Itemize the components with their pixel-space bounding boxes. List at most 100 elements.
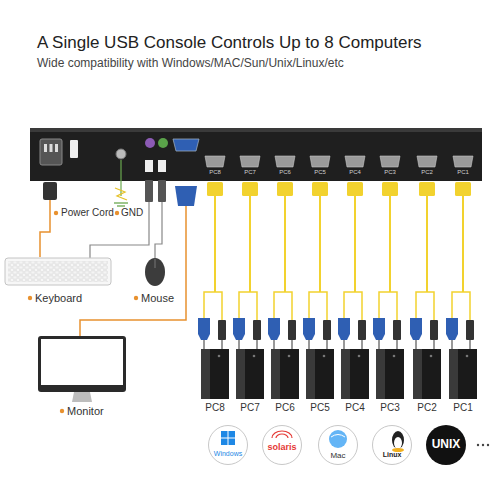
port-label: PC8 [209, 169, 221, 176]
pc-tower [413, 349, 441, 399]
pc-lead [378, 340, 379, 349]
vga-plug [268, 318, 280, 340]
os-name: UNIX [432, 438, 461, 451]
usb-plug [393, 320, 401, 340]
pc-label: PC3 [380, 402, 399, 414]
pc-power-button [253, 355, 256, 358]
vga-plug [446, 318, 458, 340]
pc-cable [354, 196, 356, 292]
pc-label: PC8 [205, 402, 224, 414]
more-dot [487, 444, 489, 446]
os-badge [426, 425, 466, 465]
pc-cable-split [416, 292, 434, 320]
pc-power-button [288, 355, 291, 358]
pc-lead [343, 340, 344, 349]
pc-port [205, 156, 225, 167]
pc-lead [361, 340, 362, 349]
gnd-symbol [117, 205, 125, 206]
ps2-port [158, 138, 168, 148]
port-label: PC7 [244, 169, 256, 176]
kvm-top-edge [30, 128, 482, 132]
mac-logo [329, 430, 347, 448]
usb-plug [218, 320, 226, 340]
power-plug [43, 182, 57, 200]
pc-port [453, 156, 473, 167]
label-dot [54, 211, 58, 215]
port-label: PC3 [384, 169, 396, 176]
pc-port [275, 156, 295, 167]
pc-lead [203, 340, 204, 349]
part-label: GND [121, 207, 143, 219]
pc-port [380, 156, 400, 167]
label-dot [115, 211, 119, 215]
os-badge: UNIX [426, 425, 466, 465]
pc-lead [469, 340, 470, 349]
pc-lead [273, 340, 274, 349]
vga-plug [410, 318, 422, 340]
pc-cable [249, 196, 251, 292]
monitor-wire [80, 206, 186, 336]
os-badge: Mac [318, 425, 358, 465]
pc-cable-split [239, 292, 257, 320]
pc-power-button [393, 355, 396, 358]
port-label: PC2 [421, 169, 433, 176]
mac-logo [331, 435, 345, 438]
pc-tower-side [306, 349, 315, 399]
windows-logo [229, 439, 236, 446]
linux-logo [392, 431, 404, 449]
usb-plug [145, 180, 153, 202]
label-dot [60, 409, 64, 413]
pc-tower [341, 349, 369, 399]
usb-plug [288, 320, 296, 340]
os-badge: Linux [372, 425, 412, 465]
usb-plug [358, 320, 366, 340]
pc-cable-plug [312, 182, 328, 196]
pc-lead [451, 340, 452, 349]
pc-cable [319, 196, 321, 292]
pc-label: PC2 [417, 402, 436, 414]
pc-tower-side [201, 349, 210, 399]
power-cord-wire [40, 200, 50, 257]
keyboard [5, 258, 111, 285]
port-label: PC4 [349, 169, 361, 176]
pc-lead [308, 340, 309, 349]
pc-tower-side [413, 349, 422, 399]
label-dot [134, 296, 138, 300]
more-dot [477, 444, 479, 446]
pc-power-button [466, 355, 469, 358]
pc-port [345, 156, 365, 167]
pc-tower-side [341, 349, 350, 399]
pc-lead [433, 340, 434, 349]
pc-cable [284, 196, 286, 292]
port-label: PC1 [457, 169, 469, 176]
pc-cable [426, 196, 428, 292]
os-name: Mac [330, 452, 345, 461]
pc-port [240, 156, 260, 167]
pc-cable-plug [207, 182, 223, 196]
pc-lead [238, 340, 239, 349]
usb-port [158, 160, 166, 172]
pc-power-button [430, 355, 433, 358]
os-badge: solaris [262, 425, 302, 465]
pc-tower-side [449, 349, 458, 399]
part-label: Keyboard [35, 292, 82, 305]
usb-plug [158, 180, 166, 202]
vga-plug [175, 186, 197, 206]
pc-cable [462, 196, 464, 292]
part-label: Mouse [141, 292, 174, 305]
mouse [145, 258, 165, 286]
os-badge [262, 425, 302, 465]
pc-tower [201, 349, 229, 399]
port-label: PC5 [314, 169, 326, 176]
windows-logo [221, 439, 228, 446]
pc-cable-split [344, 292, 362, 320]
gnd-terminal [116, 149, 126, 159]
label-dot [28, 296, 32, 300]
pc-cable-plug [455, 182, 471, 196]
pc-tower [271, 349, 299, 399]
pc-label: PC5 [310, 402, 329, 414]
pc-tower-side [376, 349, 385, 399]
pc-lead [256, 340, 257, 349]
pc-lead [291, 340, 292, 349]
pc-cable-split [309, 292, 327, 320]
